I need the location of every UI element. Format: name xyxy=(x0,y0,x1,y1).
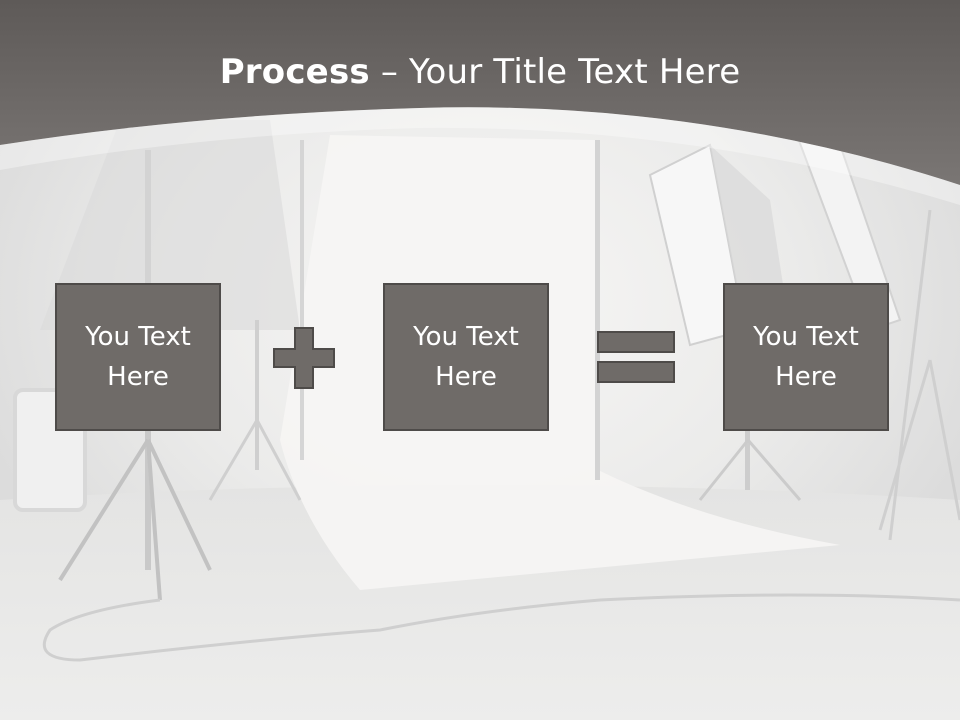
plus-icon xyxy=(273,327,335,389)
title-rest: – Your Title Text Here xyxy=(369,52,741,92)
equals-icon xyxy=(597,331,675,383)
process-box-2[interactable]: You Text Here xyxy=(383,283,549,431)
process-box-2-text: You Text Here xyxy=(413,322,519,392)
process-box-1[interactable]: You Text Here xyxy=(55,283,221,431)
process-box-1-text: You Text Here xyxy=(85,322,191,392)
process-box-3[interactable]: You Text Here xyxy=(723,283,889,431)
title-bold: Process xyxy=(219,52,370,92)
slide-title: Process – Your Title Text Here xyxy=(0,52,960,92)
process-box-3-text: You Text Here xyxy=(753,322,859,392)
